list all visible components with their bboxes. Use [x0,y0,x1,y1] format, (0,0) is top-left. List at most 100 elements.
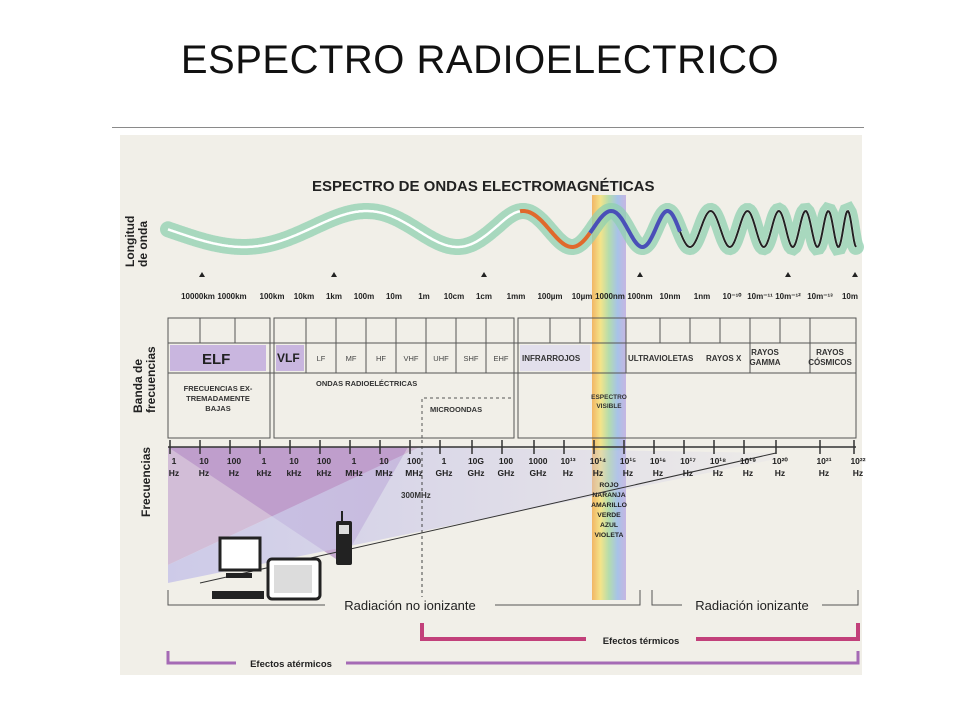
300mhz-label: 300MHz [401,491,431,500]
radio-subband-label: VHF [404,354,419,363]
frequency-label: Frecuencias [139,447,153,517]
television-icon [266,557,322,601]
elf-desc-line1: FRECUENCIAS EX- [184,384,253,393]
figure-title: ESPECTRO DE ONDAS ELECTROMAGNÉTICAS [312,178,655,195]
band-row-label: Banda de frecuencias [131,346,158,413]
non-ionizing-label: Radiación no ionizante [344,598,476,613]
frequency-tick-unit: Hz [593,468,603,478]
wavelength-tick-label: 10cm [444,292,464,301]
wavelength-tick-label: 10m⁻¹² [775,292,801,301]
frequency-tick-unit: Hz [653,468,663,478]
cosmic-label-line1: RAYOS [816,348,844,357]
wavelength-tick-label: 1cm [476,292,492,301]
gamma-label-line2: GAMMA [749,358,780,367]
wave-ultraviolet-segment [588,208,682,249]
wavelength-tick-label: 100µm [537,292,562,301]
infrared-label: INFRARROJOS [522,354,581,363]
thermal-effects-label: Efectos térmicos [603,636,680,647]
ultraviolet-label: ULTRAVIOLETAS [628,354,694,363]
wavelength-tick-label: 10m [386,292,402,301]
frequency-tick-value: 1 [172,456,177,466]
spectrum-figure: ESPECTRO DE ONDAS ELECTROMAGNÉTICAS Long… [120,135,866,675]
wavelength-marker [199,272,205,277]
wavelength-tick-label: 1nm [694,292,710,301]
frequency-tick-value: 10¹³ [560,456,575,466]
mobile-phone-icon [336,511,352,565]
frequency-tick-unit: kHz [286,468,301,478]
wavelength-marker [852,272,858,277]
elf-desc-line2: TREMADAMENTE [186,394,250,403]
title-divider [112,127,864,128]
frequency-tick-unit: MHz [375,468,392,478]
wavelength-tick-label: 1mm [507,292,526,301]
radio-subband-label: UHF [433,354,449,363]
xray-label: RAYOS X [706,354,742,363]
frequency-tick-unit: Hz [713,468,723,478]
elf-label: ELF [202,351,230,368]
radio-subband-label: EHF [494,354,509,363]
radio-subband-label: MF [346,354,357,363]
radio-waves-label: ONDAS RADIOELÉCTRICAS [316,379,417,388]
non-ionizing-label-bg [325,597,495,613]
frequency-tick-unit: Hz [743,468,753,478]
frequency-tick-value: 10¹⁷ [680,456,696,466]
wavelength-tick-label: 100m [354,292,374,301]
microwave-label: MICROONDAS [430,405,482,414]
cosmic-label-line2: CÓSMICOS [808,358,852,367]
frequency-tick-unit: Hz [775,468,785,478]
frequency-tick-value: 1 [262,456,267,466]
frequency-tick-value: 10¹⁹ [740,456,756,466]
visible-label-line1: ESPECTRO [591,394,627,401]
frequency-tick-unit: Hz [819,468,829,478]
frequency-tick-unit: Hz [853,468,863,478]
band-label-line1: Banda de [131,359,145,413]
frequency-tick-unit: GHz [468,468,485,478]
frequency-tick-value: 1 [352,456,357,466]
wavelength-marker [785,272,791,277]
athermal-effects-label: Efectos atérmicos [250,659,332,670]
frequency-tick-unit: kHz [316,468,331,478]
wavelength-tick-label: 1m [418,292,430,301]
vlf-label: VLF [277,351,300,365]
wavelength-tick-label: 1000nm [595,292,625,301]
frequency-tick-unit: Hz [683,468,693,478]
slide-title: ESPECTRO RADIOELECTRICO [180,38,780,82]
wavelength-tick-label: 10µm [572,292,593,301]
frequency-tick-value: 10¹⁶ [650,456,666,466]
frequency-tick-value: 1 [442,456,447,466]
frequency-tick-unit: GHz [530,468,547,478]
frequency-scale: 1Hz10Hz100Hz1kHz10kHz100kHz1MHz10MHz100M… [168,440,866,478]
frequency-tick-value: 1000 [529,456,548,466]
frequency-tick-value: 100 [227,456,241,466]
visible-color-label: AZUL [600,522,618,529]
frequency-tick-unit: MHz [405,468,422,478]
vlf-band-fill [276,345,304,371]
gamma-label-line1: RAYOS [751,348,779,357]
frequency-tick-value: 10¹⁴ [590,456,607,466]
frequency-tick-value: 100 [317,456,331,466]
frequency-tick-unit: MHz [345,468,362,478]
visible-spectrum-strip [592,195,626,600]
frequency-tick-unit: GHz [436,468,453,478]
wavelength-tick-label: 1000km [217,292,246,301]
visible-color-label: NARANJA [592,492,625,499]
visible-color-label: VERDE [597,512,621,519]
wavelength-tick-label: 10m⁻¹¹ [747,292,773,301]
visible-color-label: AMARILLO [591,502,627,509]
spectrum-diagram: ESPECTRO DE ONDAS ELECTROMAGNÉTICAS Long… [123,178,866,670]
wave-illustration [160,201,864,256]
elf-cell [167,317,271,439]
optical-cell [517,317,857,439]
frequency-tick-unit: GHz [498,468,515,478]
wavelength-tick-label: 10⁻¹⁰ [723,292,743,301]
band-label-line2: frecuencias [144,346,158,413]
wavelength-label-line2: de onda [136,221,150,267]
computer-icon [212,536,264,599]
frequency-tick-unit: Hz [229,468,239,478]
wavelength-tick-label: 100nm [627,292,652,301]
frequency-tick-value: 10¹⁵ [620,456,636,466]
frequency-tick-unit: Hz [563,468,573,478]
wavelength-tick-label: 10km [294,292,314,301]
